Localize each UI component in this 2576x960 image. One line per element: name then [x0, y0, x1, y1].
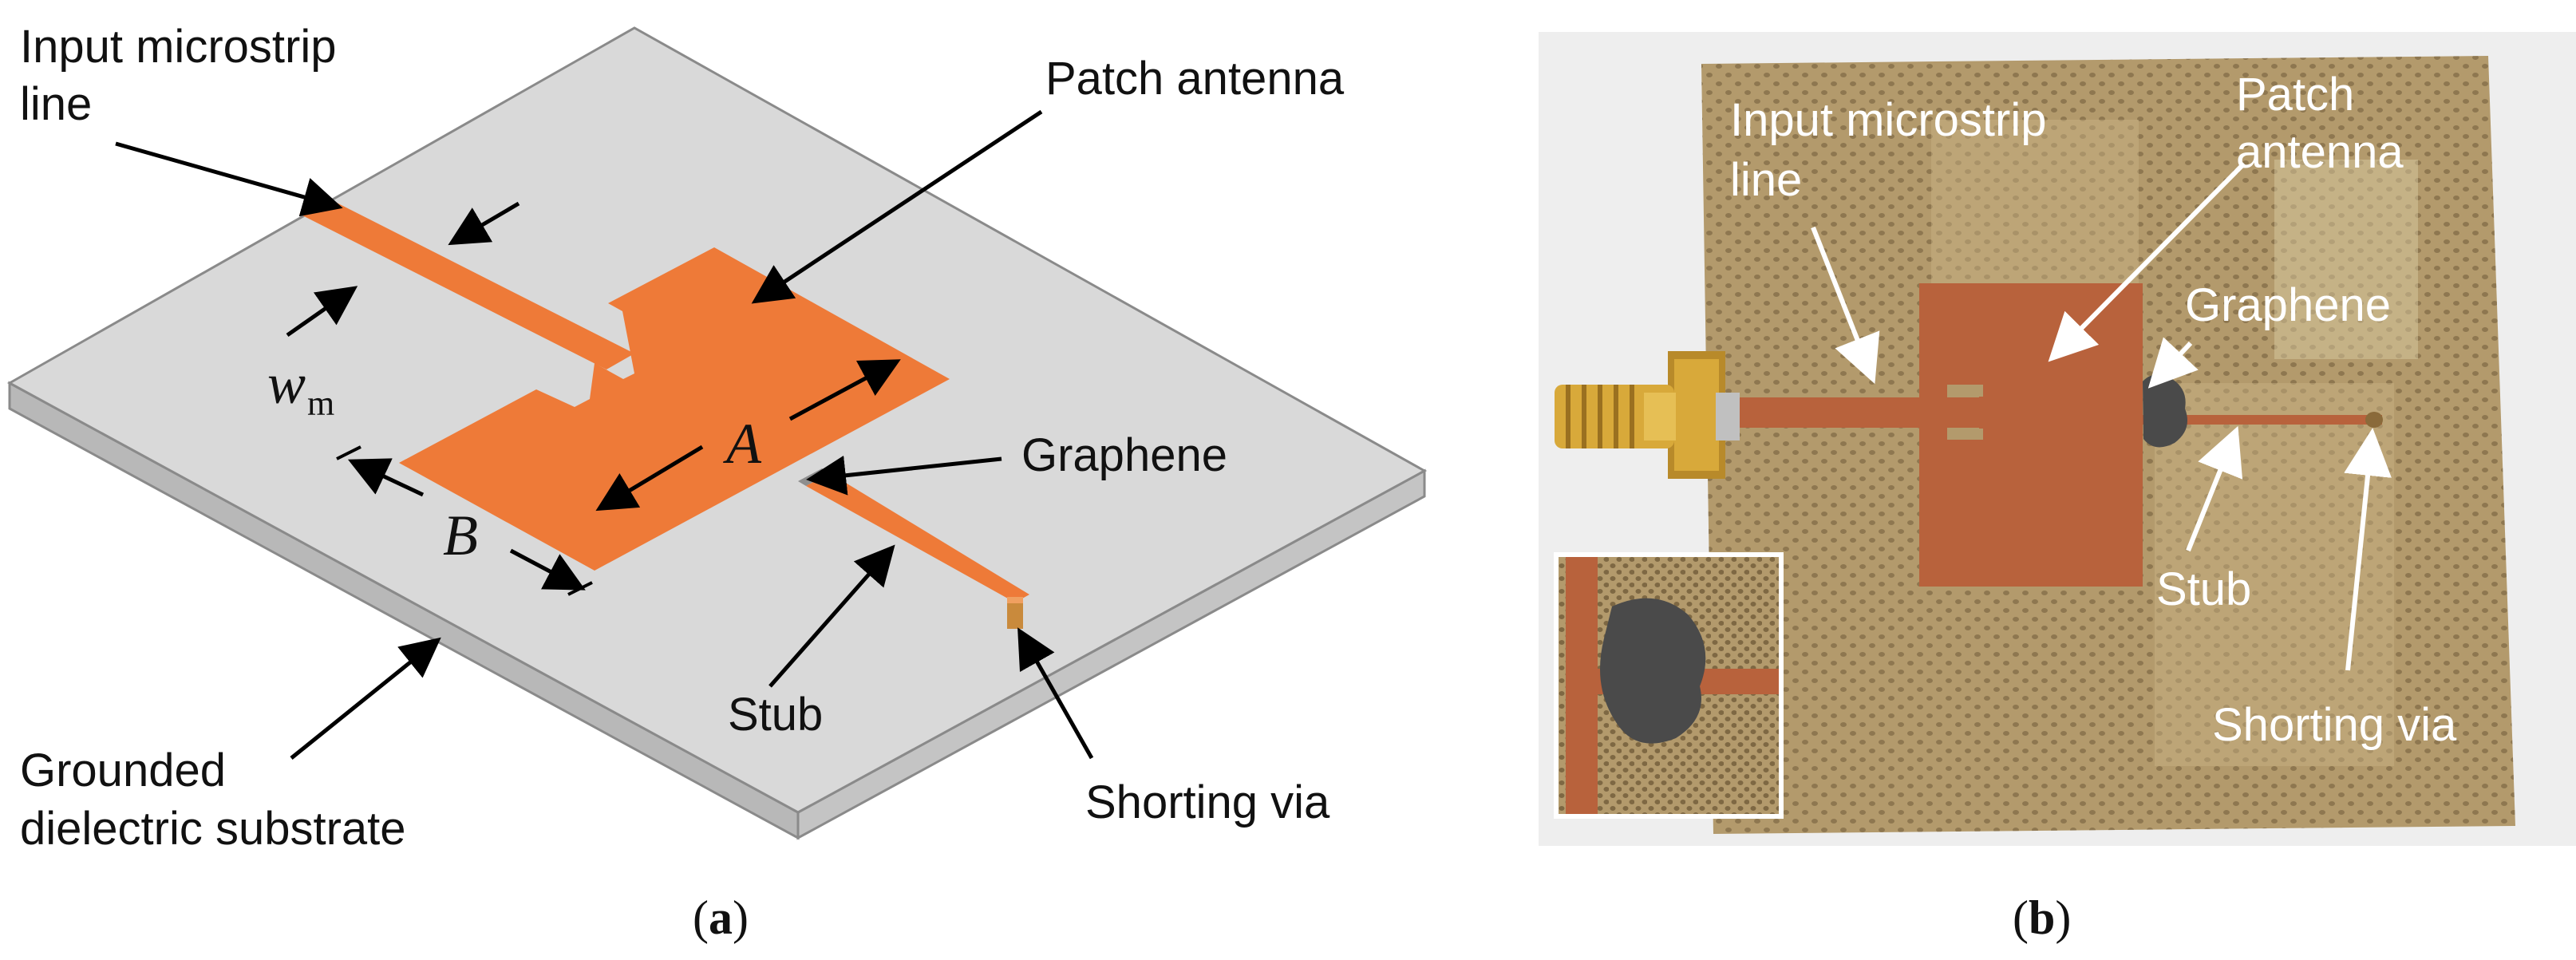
caption-b-letter: b	[2029, 891, 2055, 944]
width-dimension: w m	[267, 201, 520, 423]
feed-inset	[1947, 409, 1983, 416]
label-input-microstrip: Input microstrip	[20, 21, 336, 73]
panel-a-labels: Input microstrip line Patch antenna Grap…	[20, 21, 1345, 855]
caption-a: (a)	[693, 891, 749, 944]
panel-b-arrows	[1811, 161, 2392, 671]
label-shorting-via: Shorting via	[1085, 776, 1330, 828]
feed-gap-top	[1947, 385, 1983, 397]
input-microstrip-model	[299, 198, 634, 369]
label-graphene: Graphene	[1021, 429, 1227, 481]
label-patch-antenna: Patch antenna	[1045, 53, 1345, 105]
label-b-input-line: line	[1730, 154, 1802, 206]
label-b-input-microstrip: Input microstrip	[1730, 94, 2046, 146]
a-symbol: A	[723, 412, 762, 476]
sma-connector	[1555, 351, 1740, 479]
label-stub: Stub	[728, 689, 823, 741]
panel-a-arrows	[115, 109, 1094, 760]
inset-zoom	[1554, 552, 1784, 819]
feed-gap-bottom	[1947, 429, 1983, 440]
w-subscript: m	[307, 384, 334, 423]
w-symbol: w	[267, 352, 306, 416]
patch-antenna-model	[399, 247, 950, 571]
label-grounded: Grounded	[20, 745, 226, 796]
dimension-b: B	[336, 445, 593, 596]
graphene-photo	[2143, 374, 2188, 448]
panel-a-model: w m A B Input microstrip	[6, 21, 1428, 944]
dimension-a: A	[595, 359, 901, 512]
panel-b-labels: Input microstrip line Patch antenna Grap…	[1730, 69, 2457, 751]
panel-b-photo: Input microstrip line Patch antenna Grap…	[1539, 32, 2576, 944]
shorting-via-model	[1007, 597, 1023, 629]
label-dielectric-substrate: dielectric substrate	[20, 803, 406, 855]
shorting-via-photo	[2365, 412, 2383, 428]
caption-b: (b)	[2013, 891, 2071, 944]
label-b-stub: Stub	[2156, 563, 2251, 615]
label-input-line: line	[20, 78, 92, 130]
b-symbol: B	[443, 504, 478, 567]
input-feed-photo	[1696, 397, 1983, 428]
label-b-antenna: antenna	[2236, 126, 2404, 178]
stub-model	[806, 473, 1029, 602]
label-b-patch: Patch	[2236, 69, 2354, 120]
stub-photo	[2143, 415, 2382, 425]
label-b-shorting-via: Shorting via	[2212, 699, 2457, 751]
caption-a-letter: a	[709, 891, 733, 944]
label-b-graphene: Graphene	[2185, 279, 2391, 331]
